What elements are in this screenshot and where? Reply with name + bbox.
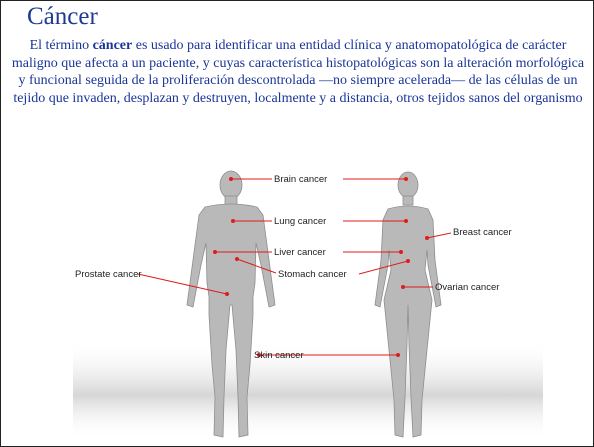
- label-liver-cancer: Liver cancer: [274, 247, 326, 258]
- label-brain-cancer: Brain cancer: [274, 174, 327, 185]
- slide-title: Cáncer: [27, 3, 98, 31]
- lung-dot-male: [231, 219, 235, 223]
- prostate-dot: [225, 292, 229, 296]
- label-ovarian-cancer: Ovarian cancer: [435, 282, 499, 293]
- stomach-dot-male: [235, 257, 239, 261]
- label-prostate-cancer: Prostate cancer: [75, 269, 142, 280]
- breast-dot: [425, 236, 429, 240]
- label-breast-cancer: Breast cancer: [453, 227, 512, 238]
- liver-dot-male: [213, 250, 217, 254]
- brain-dot-female: [404, 177, 408, 181]
- label-lung-cancer: Lung cancer: [274, 216, 326, 227]
- description-paragraph: El término cáncer es usado para identifi…: [11, 37, 585, 107]
- skin-dot-female: [396, 353, 400, 357]
- ovarian-dot: [401, 285, 405, 289]
- brain-dot-male: [229, 177, 233, 181]
- lung-dot-female: [404, 219, 408, 223]
- liver-dot-female: [399, 250, 403, 254]
- diagram-labels: Brain cancer Lung cancer Breast cancer L…: [75, 174, 512, 361]
- label-stomach-cancer: Stomach cancer: [278, 269, 347, 280]
- paragraph-text-before: El término: [30, 38, 93, 53]
- label-skin-cancer: Skin cancer: [254, 350, 304, 361]
- cancer-body-diagram: Brain cancer Lung cancer Breast cancer L…: [73, 165, 543, 446]
- paragraph-bold-term: cáncer: [93, 38, 133, 53]
- body-diagram-svg: Brain cancer Lung cancer Breast cancer L…: [73, 165, 543, 446]
- stomach-dot-female: [406, 259, 410, 263]
